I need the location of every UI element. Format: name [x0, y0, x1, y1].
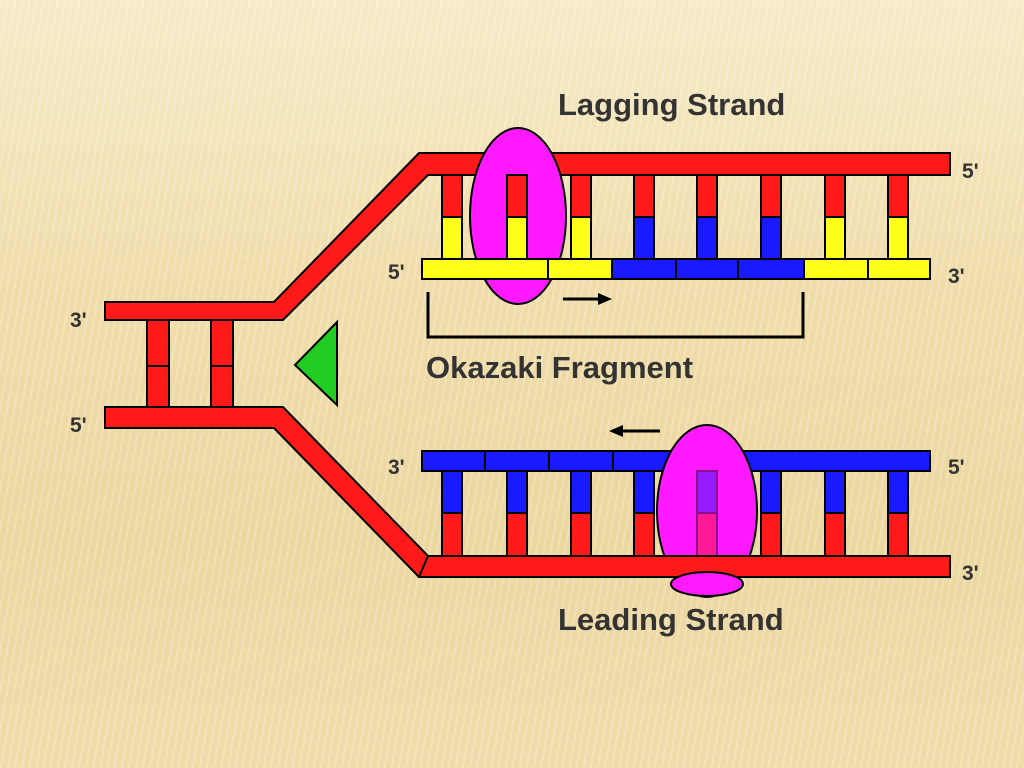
leading-strand-label: Leading Strand — [558, 602, 784, 637]
base-pair-left-2-bottom — [210, 365, 234, 409]
lagging-rung-front-top — [506, 174, 528, 218]
base-pair-left-1-bottom — [146, 365, 170, 409]
end-label-left-top: 3' — [70, 309, 87, 332]
polymerase-leading-overlay — [661, 429, 753, 593]
end-label-leading-right: 5' — [948, 456, 965, 479]
lagging-base-pairs — [441, 174, 909, 260]
lagging-strand-label: Lagging Strand — [558, 87, 785, 122]
end-label-top-right: 5' — [962, 160, 979, 183]
arrow-right-icon — [563, 293, 612, 305]
lagging-new-strand — [421, 258, 931, 280]
end-label-leading-left: 3' — [388, 456, 405, 479]
parent-strand-top — [104, 152, 951, 321]
okazaki-bracket — [426, 292, 805, 339]
helicase-icon — [293, 319, 338, 408]
base-pair-left-2-top — [210, 319, 234, 367]
end-label-left-bottom: 5' — [70, 414, 87, 437]
end-label-bottom-right: 3' — [962, 562, 979, 585]
base-pair-left-1-top — [146, 319, 170, 367]
okazaki-fragment-label: Okazaki Fragment — [426, 350, 693, 385]
parent-strand-bottom-front — [417, 555, 951, 578]
arrow-left-icon — [609, 425, 660, 437]
lagging-rung-front-bottom — [506, 216, 528, 260]
end-label-lagging-right: 3' — [948, 265, 965, 288]
end-label-lagging-left: 5' — [388, 261, 405, 284]
polymerase-leading-bottom — [670, 571, 744, 597]
left-base-pairs — [146, 319, 234, 409]
